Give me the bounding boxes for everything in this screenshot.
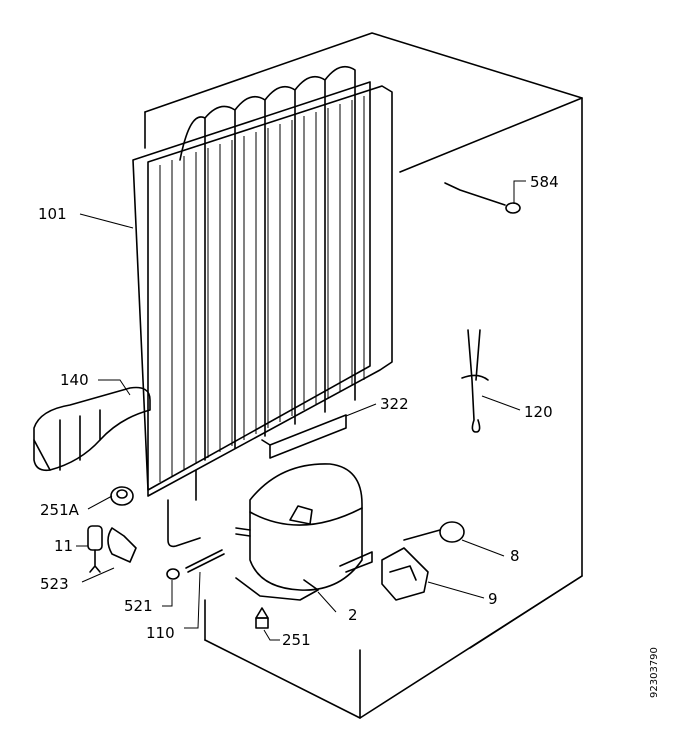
cabinet-outline — [144, 32, 583, 719]
clip-part — [107, 527, 137, 563]
callout-110: 110 — [146, 624, 175, 642]
bushing-part — [166, 568, 180, 580]
callout-322: 322 — [380, 395, 409, 413]
callout-584: 584 — [530, 173, 559, 191]
callout-8: 8 — [510, 547, 520, 565]
callout-523: 523 — [40, 575, 69, 593]
callout-9: 9 — [488, 590, 498, 608]
thermostat-part — [444, 182, 521, 214]
relay-part — [87, 525, 103, 573]
condenser-coil — [132, 65, 393, 548]
capillary-part — [461, 329, 489, 433]
callout-251: 251 — [282, 631, 311, 649]
document-code: 92303790 — [649, 647, 660, 698]
callout-120: 120 — [524, 403, 553, 421]
bracket-part — [261, 414, 347, 459]
callout-2: 2 — [348, 606, 358, 624]
starter-part — [381, 547, 429, 601]
callout-11: 11 — [54, 537, 73, 555]
callout-521: 521 — [124, 597, 153, 615]
callout-251a: 251A — [40, 501, 80, 519]
callout-140: 140 — [60, 371, 89, 389]
drip-tray-part — [33, 386, 151, 472]
compressor-part — [235, 463, 373, 601]
overload-part — [403, 521, 465, 543]
filter-dryer-part — [110, 486, 134, 506]
callout-101: 101 — [38, 205, 67, 223]
tube-part — [185, 549, 225, 573]
leader-lines — [76, 180, 526, 641]
grommet-part — [255, 607, 269, 629]
